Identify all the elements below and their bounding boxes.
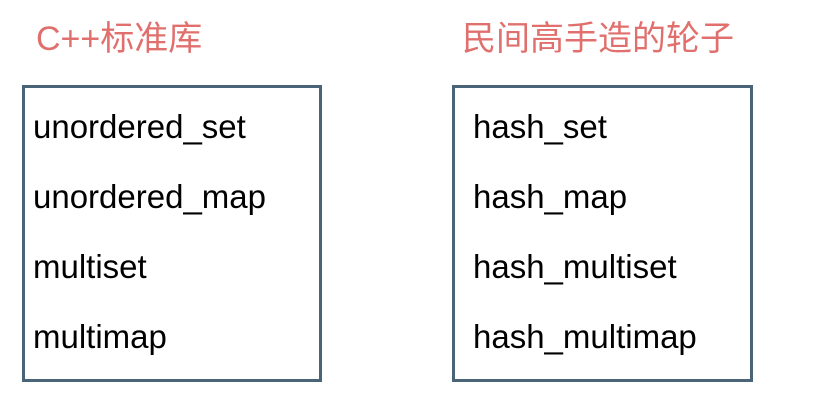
list-item: multimap bbox=[33, 318, 167, 355]
list-item: hash_multiset bbox=[473, 248, 677, 285]
list-box-community-libraries: hash_set hash_map hash_multiset hash_mul… bbox=[452, 85, 753, 382]
list-item: hash_map bbox=[473, 178, 628, 215]
column-title-cpp-standard-library: C++标准库 bbox=[36, 20, 203, 58]
list-item: multiset bbox=[33, 248, 147, 285]
list-item: hash_multimap bbox=[473, 318, 697, 355]
list-item: unordered_set bbox=[33, 108, 246, 145]
column-title-community-libraries: 民间高手造的轮子 bbox=[462, 20, 734, 58]
list-box-cpp-standard-library: unordered_set unordered_map multiset mul… bbox=[22, 85, 322, 382]
list-item: hash_set bbox=[473, 108, 607, 145]
list-item: unordered_map bbox=[33, 178, 266, 215]
